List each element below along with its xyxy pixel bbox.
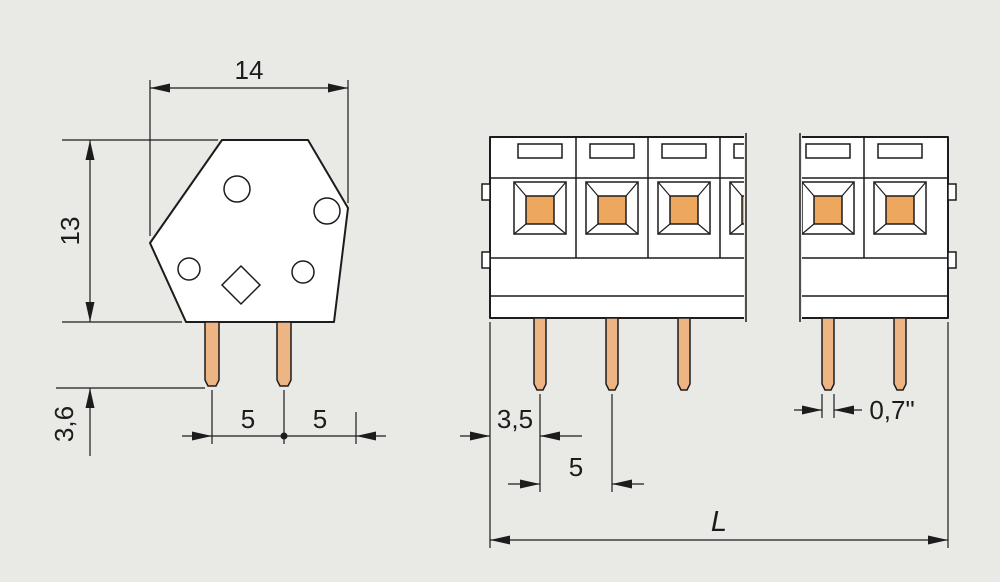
- dimension-arrow: [470, 431, 490, 441]
- solder-pin: [893, 317, 907, 391]
- dimension-arrow: [802, 405, 822, 415]
- terminal-pole: [873, 143, 927, 235]
- bevel-lines: [657, 181, 711, 235]
- terminal-pole: [657, 143, 711, 235]
- dimension-arrow: [490, 535, 510, 545]
- wire-opening: [669, 195, 699, 225]
- solder-pin: [821, 317, 835, 391]
- extension-lines: [821, 394, 835, 418]
- terminal-pole: [513, 143, 567, 235]
- dimension-height: 13: [55, 139, 218, 323]
- solder-pin: [204, 321, 220, 387]
- test-slot: [877, 143, 923, 159]
- side-tab: [481, 183, 491, 201]
- dimension-label: L: [711, 506, 727, 538]
- dimension-pin-pitch: 5 5: [182, 390, 386, 444]
- dimension-arrow: [834, 405, 854, 415]
- dimension-label: 3,6: [49, 406, 79, 442]
- terminal-pole: [585, 143, 639, 235]
- mounting-hole: [223, 175, 251, 203]
- front-view-dimensions: 3,5 5 0,7" L: [460, 322, 949, 548]
- side-tab: [481, 251, 491, 269]
- dimension-label: 14: [235, 55, 264, 85]
- break-gap: [744, 126, 802, 328]
- extension-lines: [149, 80, 349, 236]
- dimension-label: 0,7": [869, 395, 914, 425]
- dimension-arrow: [85, 140, 95, 160]
- body-horizontal-lines: [490, 177, 948, 297]
- extension-lines: [489, 322, 541, 548]
- dimension-label: 5: [241, 404, 255, 434]
- solder-pin: [276, 321, 292, 387]
- solder-pin: [533, 317, 547, 391]
- terminal-pole: [801, 143, 855, 235]
- wire-opening: [597, 195, 627, 225]
- bevel-lines: [513, 181, 567, 235]
- dimension-arrow: [356, 431, 376, 441]
- dimension-pin-length: 3,6: [49, 387, 205, 456]
- bevel-lines: [801, 181, 855, 235]
- front-view: [481, 126, 957, 391]
- dimension-arrow: [192, 431, 212, 441]
- dimension-pin-pitch: 5: [508, 394, 644, 492]
- dimension-arrow: [612, 479, 632, 489]
- dimension-arrow: [928, 535, 948, 545]
- dimension-arrow: [85, 388, 95, 408]
- dimension-dot: [280, 432, 288, 440]
- break-lines: [745, 133, 801, 322]
- mounting-hole: [291, 260, 315, 284]
- diamond-opening: [220, 264, 262, 306]
- wire-opening: [813, 195, 843, 225]
- dimension-label: 13: [55, 217, 85, 246]
- dimension-edge-to-pin: 3,5: [460, 322, 582, 548]
- dimension-label: 3,5: [497, 404, 533, 434]
- wire-opening: [525, 195, 555, 225]
- test-slot: [589, 143, 635, 159]
- solder-pin: [677, 317, 691, 391]
- side-view-dimensions: 14 13 3,6 5 5: [49, 55, 386, 456]
- dimension-arrow: [520, 479, 540, 489]
- dimension-arrow: [150, 83, 170, 93]
- dimension-arrow: [540, 431, 560, 441]
- dimension-pin-width: 0,7": [794, 394, 915, 425]
- side-tab: [947, 251, 957, 269]
- side-tab: [947, 183, 957, 201]
- dimension-overall-length: L: [490, 322, 949, 548]
- test-slot: [805, 143, 851, 159]
- mounting-hole: [313, 197, 341, 225]
- solder-pin: [605, 317, 619, 391]
- bevel-lines: [585, 181, 639, 235]
- side-view: [149, 139, 349, 387]
- bevel-lines: [873, 181, 927, 235]
- test-slot: [517, 143, 563, 159]
- wire-opening: [885, 195, 915, 225]
- mounting-hole: [177, 257, 201, 281]
- dimension-width: 14: [149, 55, 349, 236]
- extension-lines: [62, 139, 218, 323]
- dimension-arrow: [328, 83, 348, 93]
- dimension-arrow: [85, 302, 95, 322]
- pole-divider-lines: [575, 137, 865, 258]
- dimension-label: 5: [313, 404, 327, 434]
- test-slot: [661, 143, 707, 159]
- dimension-label: 5: [569, 452, 583, 482]
